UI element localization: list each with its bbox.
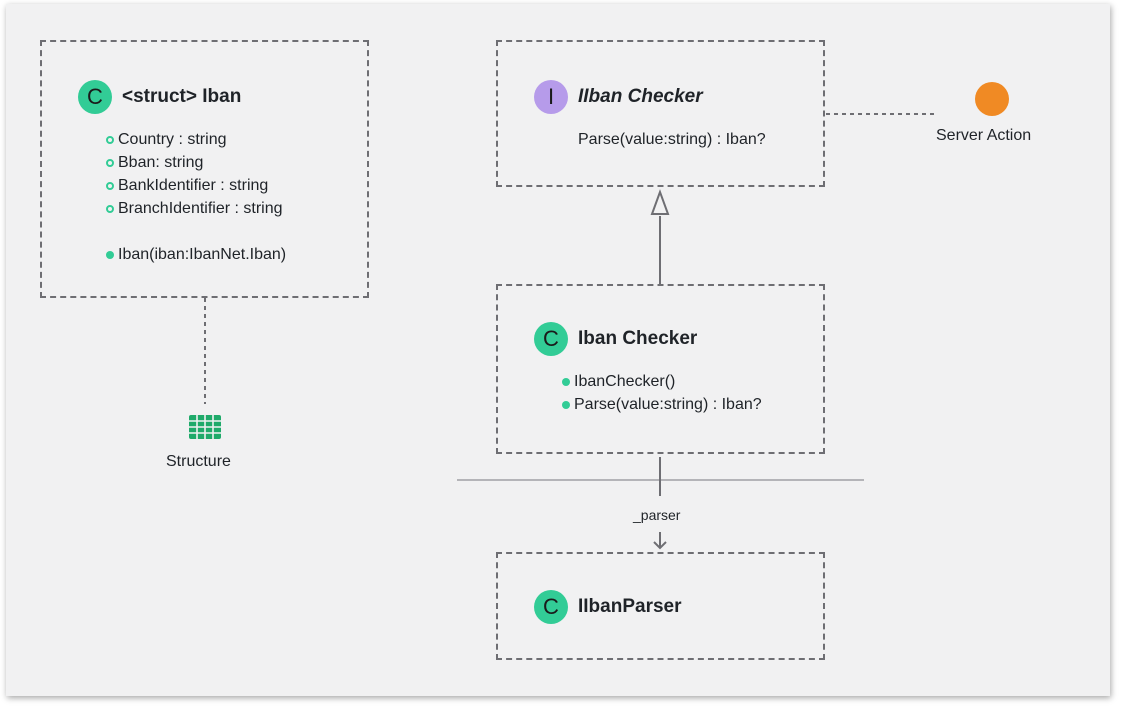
- field-icon: [106, 136, 114, 144]
- iiban-parser-title: IIbanParser: [578, 596, 682, 617]
- method-label: Parse(value:string) : Iban?: [574, 396, 762, 413]
- field-label: BranchIdentifier : string: [118, 200, 283, 217]
- iiban-parser-box[interactable]: C IIbanParser: [496, 552, 825, 660]
- iiban-checker-header: I IIban Checker: [534, 80, 703, 114]
- field-item: BankIdentifier : string: [106, 177, 268, 195]
- iban-struct-box[interactable]: C <struct> Iban Country : string Bban: s…: [40, 40, 369, 298]
- parser-edge-label: _parser: [633, 507, 681, 523]
- iiban-checker-box[interactable]: I IIban Checker Parse(value:string) : Ib…: [496, 40, 825, 187]
- field-label: BankIdentifier : string: [118, 177, 269, 194]
- iban-struct-title: <struct> Iban: [122, 86, 242, 107]
- parser-arrowhead: [653, 541, 667, 550]
- field-label: Country : string: [118, 131, 227, 148]
- field-item: Country : string: [106, 131, 226, 149]
- iban-checker-header: C Iban Checker: [534, 322, 697, 356]
- iban-checker-title: Iban Checker: [578, 328, 698, 349]
- method-item: Iban(iban:IbanNet.Iban): [106, 246, 286, 264]
- method-icon: [106, 251, 114, 259]
- method-icon: [562, 378, 570, 386]
- field-label: Bban: string: [118, 154, 204, 171]
- class-badge-icon: C: [78, 80, 112, 114]
- field-icon: [106, 159, 114, 167]
- method-label: IbanChecker(): [574, 373, 676, 390]
- server-action-label: Server Action: [936, 127, 1032, 144]
- diagram-canvas: C <struct> Iban Country : string Bban: s…: [6, 4, 1110, 696]
- field-item: BranchIdentifier : string: [106, 200, 283, 218]
- method-label: Iban(iban:IbanNet.Iban): [118, 246, 287, 263]
- iiban-parser-header: C IIbanParser: [534, 590, 682, 624]
- field-item: Bban: string: [106, 154, 203, 172]
- method-icon: [562, 401, 570, 409]
- class-badge-icon: C: [534, 590, 568, 624]
- structure-table-icon: [189, 415, 221, 439]
- field-icon: [106, 205, 114, 213]
- field-icon: [106, 182, 114, 190]
- method-item: IbanChecker(): [562, 373, 675, 391]
- method-label: Parse(value:string) : Iban?: [578, 131, 766, 148]
- structure-label: Structure: [166, 453, 231, 470]
- method-item: Parse(value:string) : Iban?: [562, 396, 762, 414]
- connector-layer: [189, 82, 1009, 550]
- interface-badge-icon: I: [534, 80, 568, 114]
- iban-struct-header: C <struct> Iban: [78, 80, 241, 114]
- iban-checker-box[interactable]: C Iban Checker IbanChecker() Parse(value…: [496, 284, 825, 454]
- realization-arrowhead: [650, 189, 670, 215]
- method-item: Parse(value:string) : Iban?: [578, 131, 766, 149]
- server-action-icon: [975, 82, 1009, 116]
- iiban-checker-title: IIban Checker: [578, 86, 703, 107]
- class-badge-icon: C: [534, 322, 568, 356]
